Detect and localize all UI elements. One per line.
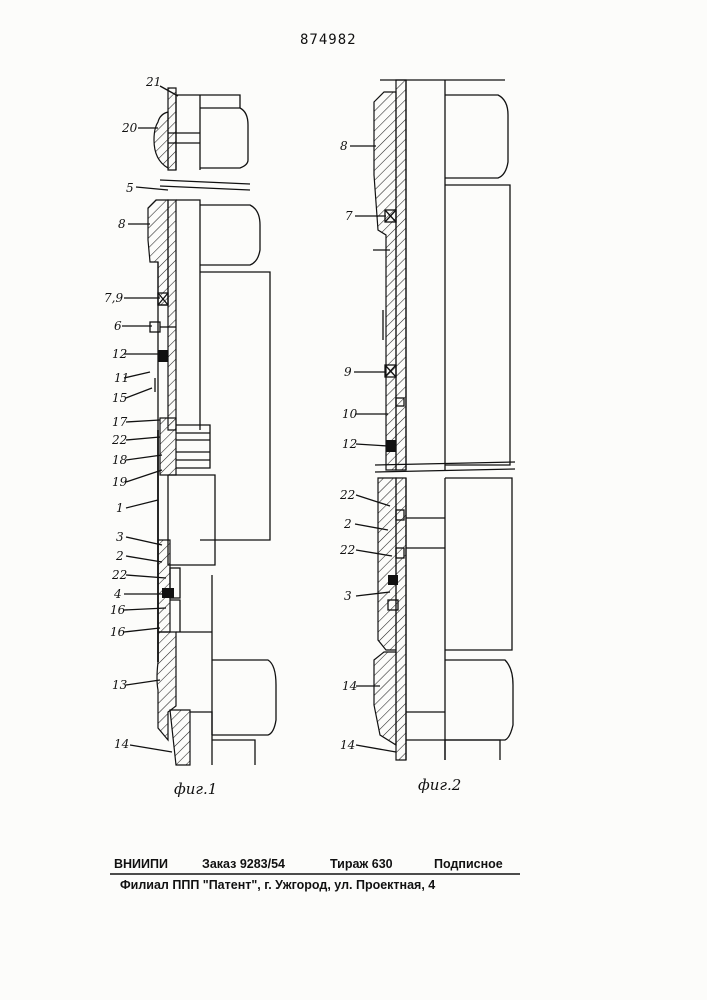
fig2-label: 22: [340, 489, 355, 501]
fig1-label: 22: [112, 434, 127, 446]
fig1-label: 4: [114, 588, 122, 600]
fig1-label: 22: [112, 569, 127, 581]
fig1-label: 8: [118, 218, 126, 230]
fig2-label: 10: [342, 408, 357, 420]
fig1-label: 14: [114, 738, 129, 750]
fig1-label: 5: [126, 182, 134, 194]
fig1-caption: фиг.1: [174, 780, 217, 798]
fig1-label: 18: [112, 454, 127, 466]
fig2-label: 14: [340, 739, 355, 751]
fig1-label: 13: [112, 679, 127, 691]
footer-rule: [110, 872, 520, 876]
footer-publisher: ВНИИПИ: [114, 857, 168, 871]
fig1-label: 16: [110, 626, 125, 638]
fig1-label: 7,9: [104, 292, 123, 304]
fig1-label: 17: [112, 416, 127, 428]
fig1-label: 15: [112, 392, 127, 404]
fig2-label: 7: [345, 210, 353, 222]
fig1-label: 3: [116, 531, 124, 543]
fig2-label: 14: [342, 680, 357, 692]
fig1-label: 20: [122, 122, 137, 134]
fig1-label: 16: [110, 604, 125, 616]
fig1-label: 1: [116, 502, 124, 514]
footer-order: Заказ 9283/54: [202, 857, 285, 871]
fig2-label: 8: [340, 140, 348, 152]
fig1-label: 19: [112, 476, 127, 488]
fig2-label: 2: [344, 518, 352, 530]
fig1-label: 2: [116, 550, 124, 562]
fig2-label: 22: [340, 544, 355, 556]
fig1-label: 12: [112, 348, 127, 360]
fig1-label: 11: [114, 372, 129, 384]
footer-subscription: Подписное: [434, 857, 503, 871]
fig2-label: 9: [344, 366, 352, 378]
fig2-caption: фиг.2: [418, 776, 461, 794]
footer-address: Филиал ППП "Патент", г. Ужгород, ул. Про…: [120, 878, 435, 892]
fig2-label: 3: [344, 590, 352, 602]
fig2-label: 12: [342, 438, 357, 450]
footer-circulation: Тираж 630: [330, 857, 393, 871]
figure-2-drawing: [373, 80, 515, 760]
fig1-label: 21: [146, 76, 161, 88]
fig1-label: 6: [114, 320, 122, 332]
